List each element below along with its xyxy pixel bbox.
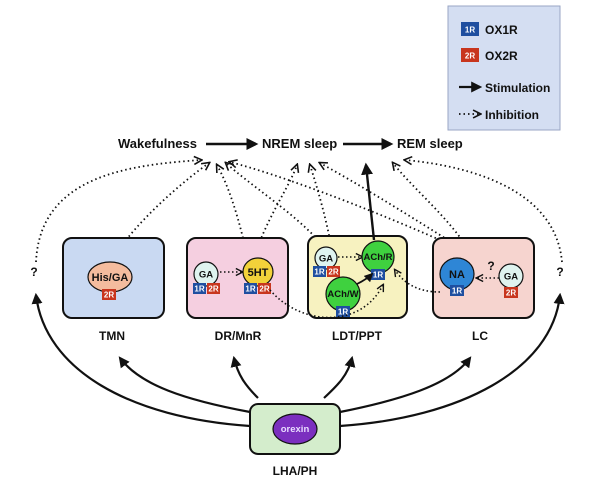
lc-ga-label: GA (504, 272, 518, 283)
legend-ox2r: 2R OX2R (461, 48, 518, 63)
ox2r-badge-text: 2R (465, 52, 475, 61)
inhibition-curves (35, 160, 563, 263)
legend-ox1r: 1R OX1R (461, 22, 518, 37)
lha-to-ldtppt-arrow (323, 355, 356, 399)
drmnr-to-wake-curve (217, 165, 244, 239)
fiveht-ox2r-badge-icon (258, 283, 271, 294)
region-ldtppt: GA 1R 2R ACh/R 1R ACh/W 1R LDT/PPT (307, 235, 408, 343)
orexin-projections (31, 292, 565, 428)
na-ox1r-badge-text: 1R (452, 287, 462, 296)
ach-r-label: ACh/R (363, 252, 392, 263)
inter-region-connections (269, 162, 441, 319)
orexin-node (272, 413, 318, 445)
drmnr-ga-ox2r-badge-icon (207, 283, 220, 294)
ldt-ga-ox1r-badge-icon (313, 266, 326, 277)
lha-to-drmnr-arrow (230, 355, 259, 399)
fiveht-ox1r-badge-icon (244, 283, 257, 294)
ox2r-badge-icon (461, 48, 479, 62)
ldt-ga-ox2r-badge-text: 2R (328, 268, 338, 277)
drmnr-label: DR/MnR (215, 329, 262, 343)
lhaph-label: LHA/PH (273, 464, 318, 478)
drmnr-to-nrem-curve (257, 165, 297, 247)
lc-ga-ox2r-badge-icon (504, 287, 518, 298)
stage-rem-sleep: REM sleep (397, 136, 463, 151)
his-ga-label: His/GA (92, 272, 129, 284)
stage-row: Wakefulness NREM sleep REM sleep (118, 136, 463, 151)
right-question-mark: ? (556, 265, 563, 279)
stimulation-label: Stimulation (485, 81, 550, 95)
achw-ox1r-badge-icon (336, 306, 350, 317)
ox2r-label: OX2R (485, 49, 518, 63)
drmnr-ga-label: GA (199, 270, 213, 281)
na-label: NA (449, 269, 465, 281)
tmn-ox2r-badge-text: 2R (104, 291, 114, 300)
tmn-ox2r-badge-icon (102, 289, 116, 300)
na-to-achr-inhibition-curve (395, 270, 441, 293)
achr-ox1r-badge-icon (371, 269, 385, 280)
region-drmnr: GA 1R 2R 5HT 1R 2R DR/MnR (186, 237, 289, 343)
region-tmn: His/GA 2R TMN (62, 237, 165, 343)
inhibition-label: Inhibition (485, 108, 539, 122)
legend: 1R OX1R 2R OX2R Stimulation Inhibition (447, 5, 561, 131)
drmnr-box (186, 237, 289, 319)
ox1r-badge-text: 1R (465, 26, 475, 35)
lc-to-wake-curve (230, 162, 441, 241)
achr-to-rem-stimulation-arrow (361, 162, 376, 241)
na-ox1r-badge-icon (450, 285, 464, 296)
lha-to-left-question-arrow (31, 292, 251, 428)
drmnr-ga-ox2r-badge-text: 2R (208, 285, 218, 294)
ox1r-label: OX1R (485, 23, 518, 37)
lha-to-tmn-arrow (118, 356, 251, 414)
legend-stimulation: Stimulation (459, 81, 550, 95)
fiveht-ox2r-badge-text: 2R (259, 285, 269, 294)
fiveht-to-achr-inhibition-curve (269, 285, 383, 319)
achw-ox1r-badge-text: 1R (338, 308, 348, 317)
ldt-to-wake-curve (226, 163, 319, 241)
ldt-to-nrem-curve (310, 165, 331, 241)
orexin-label: orexin (281, 424, 310, 435)
lc-ga-ox2r-badge-text: 2R (506, 289, 516, 298)
right-question-to-rem-curve (405, 160, 563, 263)
achr-ox1r-badge-text: 1R (373, 271, 383, 280)
tmn-label: TMN (99, 329, 125, 343)
region-lc: NA 1R ? GA 2R LC (432, 237, 535, 343)
ox1r-badge-icon (461, 22, 479, 36)
tmn-to-wake-curve (125, 163, 209, 241)
drmnr-ga-ox1r-badge-icon (193, 283, 206, 294)
stage-nrem-sleep: NREM sleep (262, 136, 337, 151)
region-lhaph: orexin LHA/PH (249, 403, 341, 478)
ldt-ga-ox1r-badge-text: 1R (314, 268, 324, 277)
lc-to-rem-curve (393, 163, 463, 241)
achw-to-achr-stimulation-arrow (356, 272, 374, 285)
ach-w-label: ACh/W (327, 289, 358, 300)
stage-wakefulness: Wakefulness (118, 136, 197, 151)
left-question-mark: ? (30, 265, 37, 279)
legend-inhibition: Inhibition (459, 108, 539, 122)
fiveht-ox1r-badge-text: 1R (245, 285, 255, 294)
ldtppt-label: LDT/PPT (332, 329, 383, 343)
lha-to-right-question-arrow (339, 292, 565, 428)
lc-question-mark: ? (487, 259, 494, 273)
ldt-ga-label: GA (319, 254, 333, 265)
lc-to-nrem-curve (320, 163, 449, 241)
drmnr-ga-ox1r-badge-text: 1R (194, 285, 204, 294)
ldt-ga-ox2r-badge-icon (327, 266, 340, 277)
lha-to-lc-arrow (339, 356, 472, 414)
fiveht-label: 5HT (248, 267, 269, 279)
lc-label: LC (472, 329, 488, 343)
